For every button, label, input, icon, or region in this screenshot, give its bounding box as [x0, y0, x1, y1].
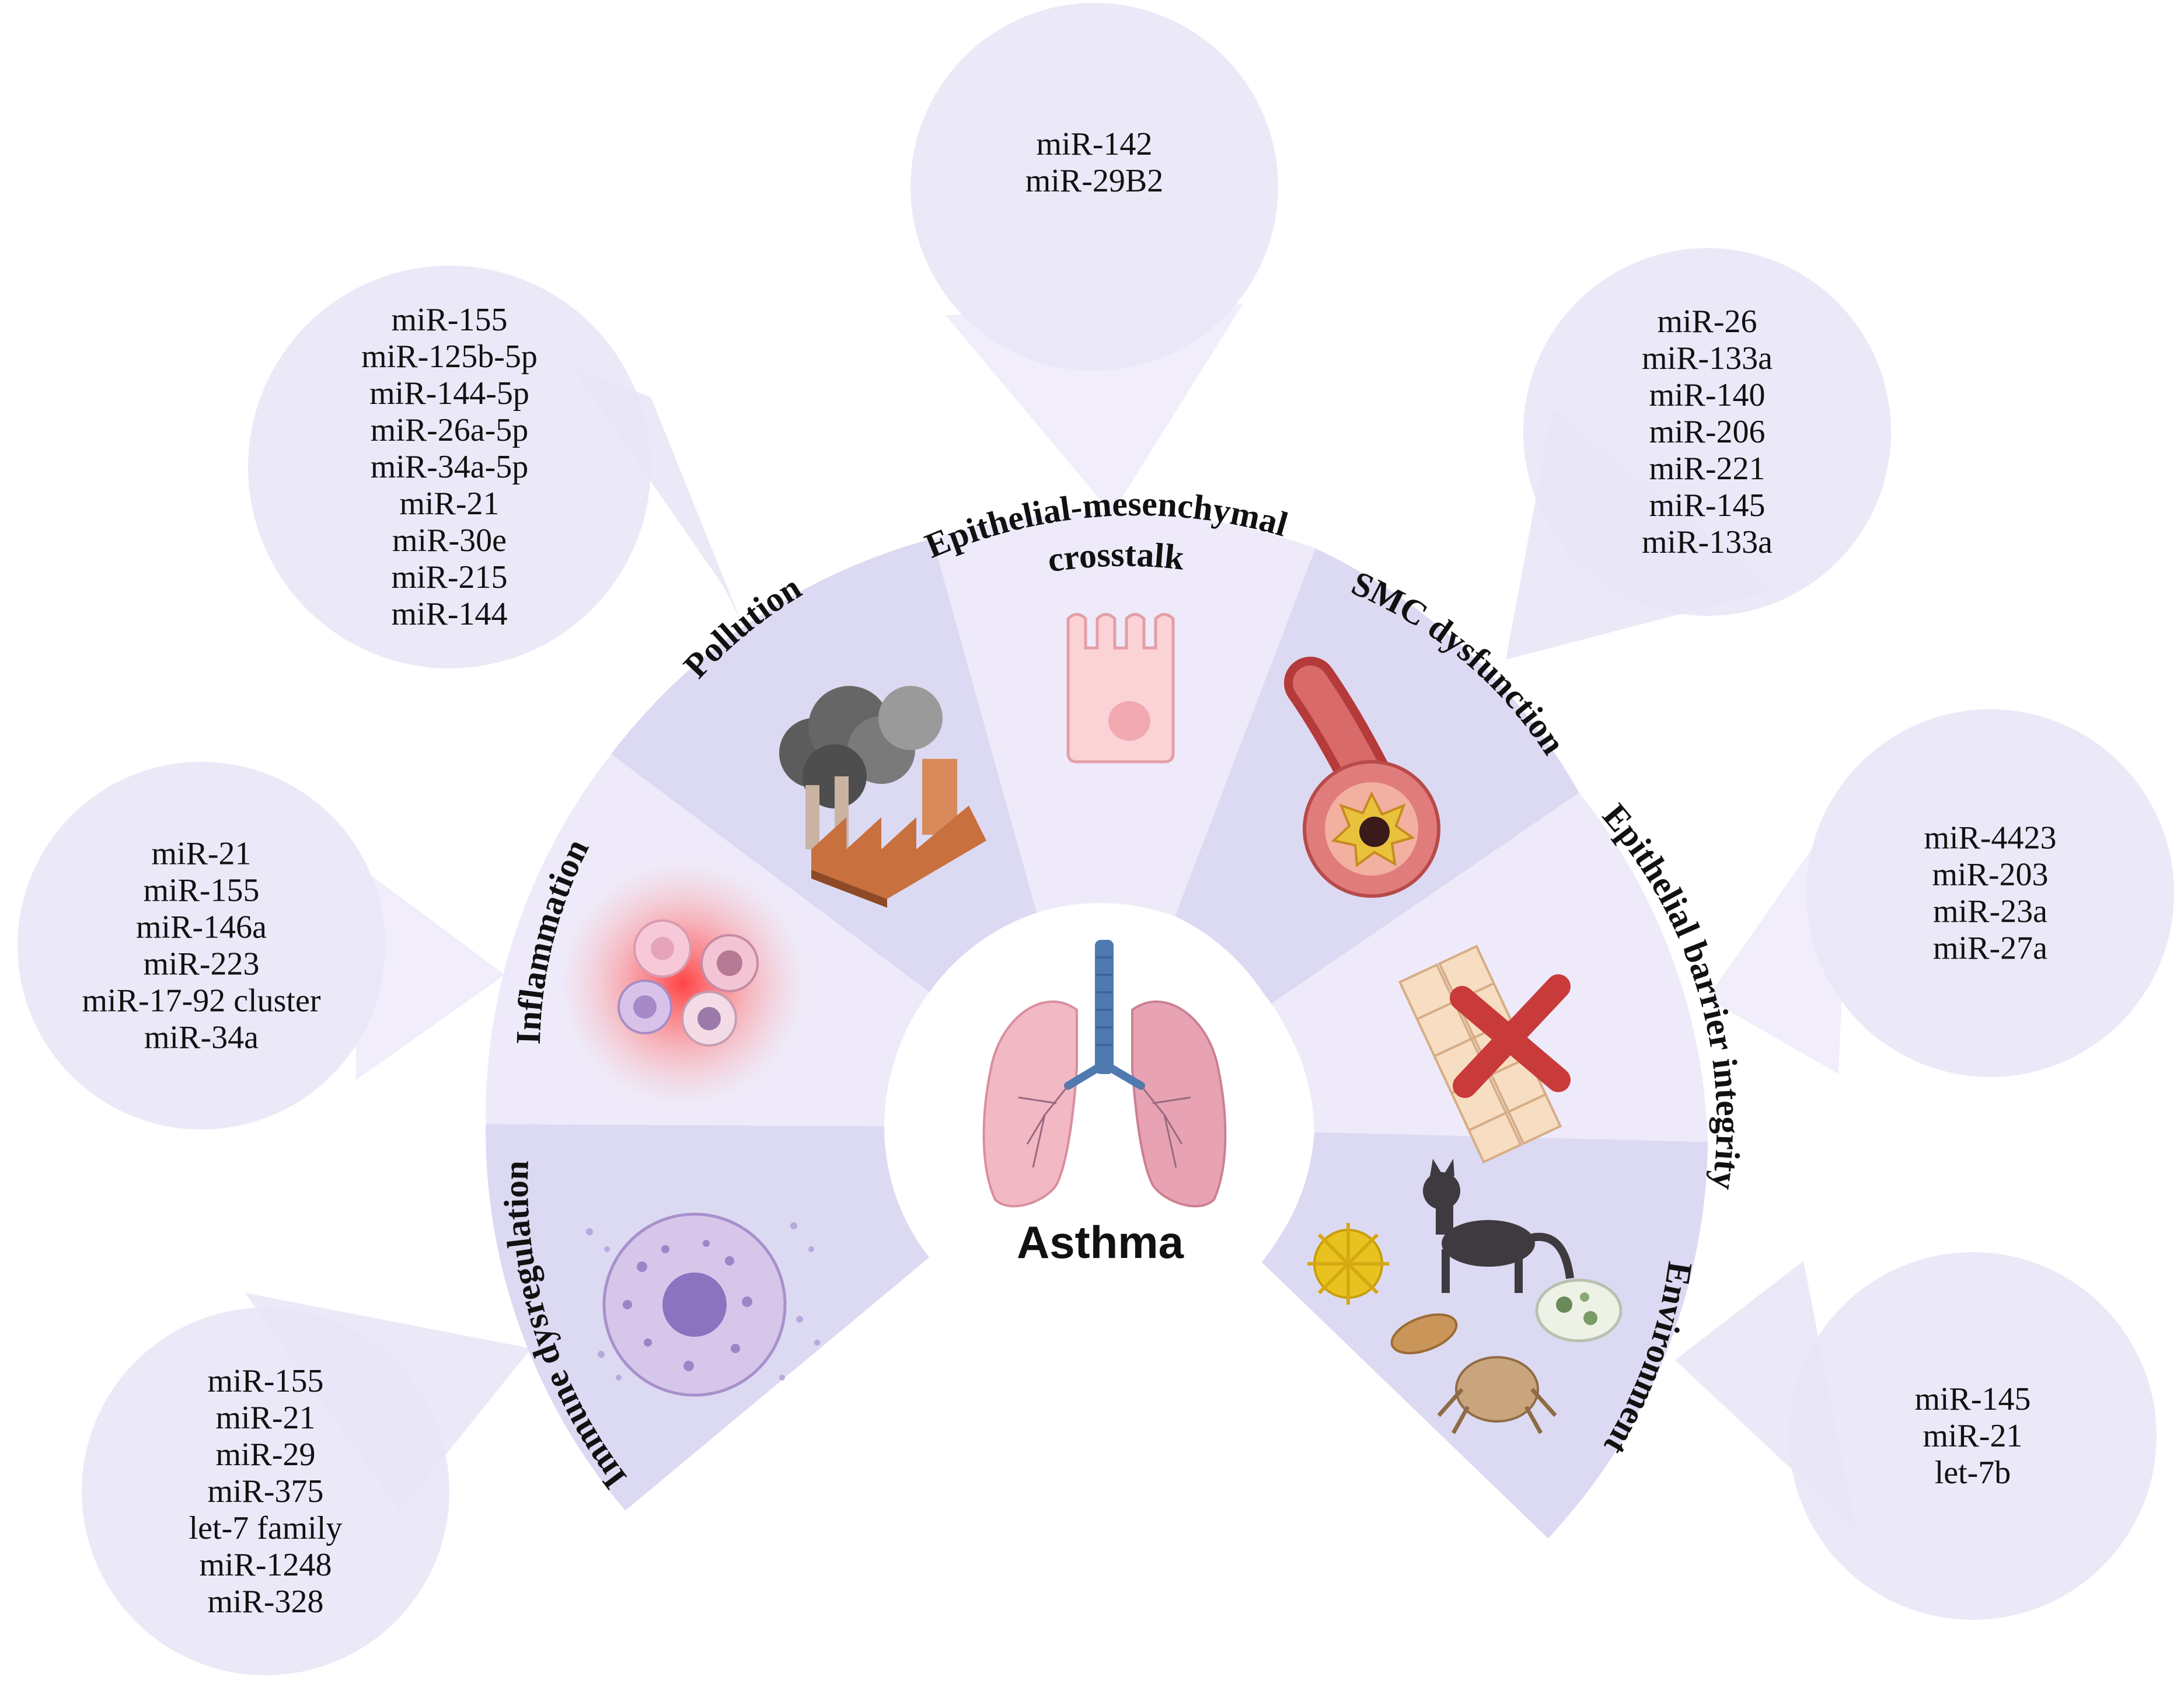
- bubble-circle-emt: [910, 3, 1278, 371]
- mirna-label: miR-145: [1914, 1381, 2031, 1417]
- mirna-label: miR-203: [1932, 857, 2048, 893]
- mirna-label: miR-34a: [144, 1020, 259, 1056]
- bubble-circle-barrier: [1806, 709, 2174, 1077]
- peanut-icon: [1390, 1313, 1458, 1354]
- dust-mite-icon: [1437, 1356, 1557, 1434]
- mirna-label: miR-215: [391, 559, 507, 595]
- mirna-label: miR-26a-5p: [371, 412, 529, 448]
- mirna-label: miR-4423: [1924, 820, 2056, 856]
- mirna-label: miR-140: [1649, 377, 1765, 413]
- mirna-label: miR-21: [215, 1400, 315, 1436]
- mirna-label: miR-21: [399, 486, 499, 522]
- mirna-label: miR-27a: [1933, 930, 2047, 967]
- mirna-label: miR-144: [391, 596, 507, 632]
- center-title: Asthma: [1017, 1217, 1184, 1268]
- airway-tube-icon: [1284, 657, 1440, 898]
- bubble-circle-inflammation: [18, 762, 385, 1130]
- epithelial-cell-icon: [1066, 613, 1175, 764]
- leukocytes-icon: [560, 861, 805, 1106]
- sector-label-emt-line2: crosstalk: [1045, 535, 1187, 580]
- mirna-label: miR-26: [1657, 304, 1757, 340]
- mirna-label: miR-206: [1649, 414, 1765, 450]
- mirna-label: miR-17-92 cluster: [82, 983, 320, 1019]
- pollen-icon: [1307, 1223, 1389, 1305]
- petri-dish-icon: [1535, 1278, 1623, 1343]
- mirna-label: miR-29: [215, 1437, 315, 1473]
- bubble-circle-immune: [82, 1308, 449, 1675]
- mirna-label: miR-223: [143, 946, 259, 982]
- mirna-label: miR-30e: [392, 522, 507, 559]
- mirna-label: miR-1248: [199, 1547, 332, 1583]
- allergens-icon: [1307, 1159, 1623, 1434]
- factory-smoke-icon: [779, 686, 986, 908]
- mirna-label: miR-23a: [1933, 894, 2047, 930]
- cone-pollution: [572, 368, 741, 622]
- center-circle: [884, 914, 1310, 1340]
- mirna-label: miR-146a: [136, 909, 267, 946]
- cone-emt: [946, 304, 1243, 514]
- lungs-icon: [982, 940, 1227, 1208]
- mirna-label: miR-155: [391, 302, 507, 338]
- mirna-label: miR-144-5p: [369, 375, 529, 412]
- mirna-label: miR-142: [1036, 126, 1152, 162]
- bubble-smc: miR-26miR-133amiR-140miR-206miR-221miR-1…: [1523, 248, 1891, 616]
- mirna-label: miR-328: [207, 1584, 323, 1620]
- mirna-label: miR-21: [151, 836, 251, 872]
- cat-icon: [1423, 1159, 1574, 1293]
- mirna-label: miR-155: [207, 1363, 323, 1399]
- mirna-label: miR-221: [1649, 451, 1765, 487]
- mirna-label: miR-133a: [1642, 340, 1773, 377]
- barrier-cross-icon: [1398, 944, 1571, 1164]
- mirna-label: miR-375: [207, 1473, 323, 1510]
- sector-environment: [1261, 1132, 1708, 1539]
- mirna-label: miR-34a-5p: [371, 449, 529, 485]
- mirna-label: let-7 family: [189, 1510, 343, 1546]
- mirna-label: let-7b: [1935, 1455, 2011, 1491]
- sector-barrier: [1270, 793, 1708, 1142]
- mirna-label: miR-29B2: [1025, 163, 1163, 199]
- cone-inflammation: [356, 864, 505, 1080]
- immune-cell-icon: [586, 1212, 820, 1397]
- mirna-label: miR-133a: [1642, 524, 1773, 560]
- bubble-pollution: miR-155miR-125b-5pmiR-144-5pmiR-26a-5pmi…: [248, 266, 651, 668]
- bubble-circle-pollution: [248, 266, 651, 668]
- mirna-label: miR-155: [143, 873, 259, 909]
- bubble-circle-smc: [1523, 248, 1891, 616]
- mirna-label: miR-21: [1923, 1418, 2022, 1454]
- mirna-label: miR-125b-5p: [361, 339, 538, 375]
- bubble-circle-environment: [1789, 1252, 2157, 1620]
- mirna-label: miR-145: [1649, 487, 1765, 524]
